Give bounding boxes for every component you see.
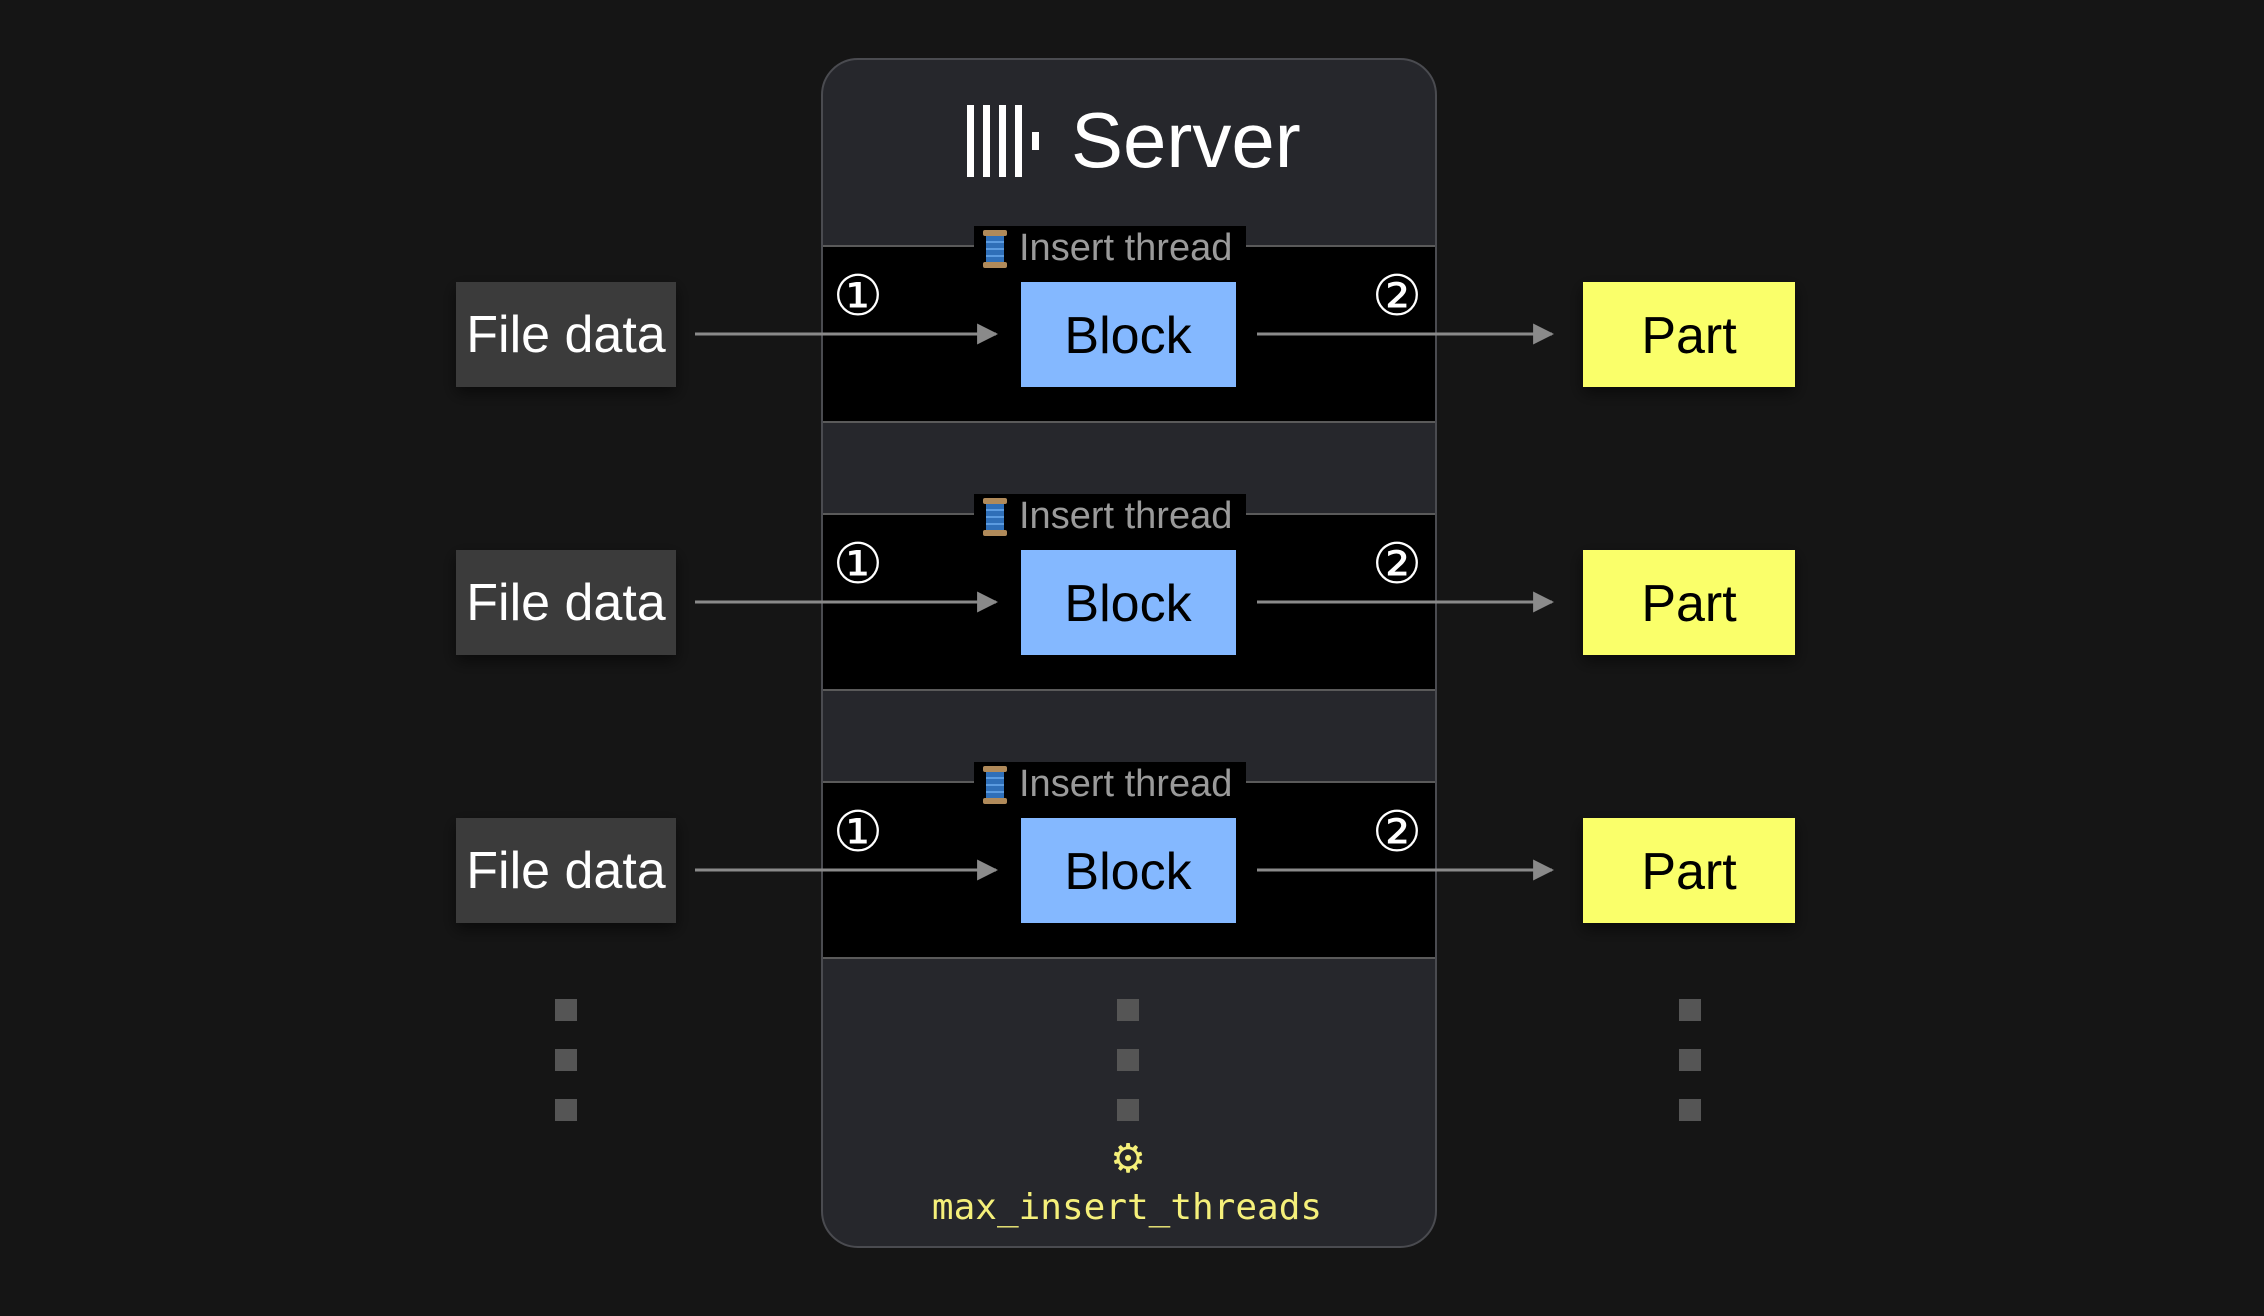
spool-icon [983, 498, 1007, 536]
file-data-box [456, 818, 676, 923]
file-data-box [456, 550, 676, 655]
step-two-marker: ② [1372, 532, 1422, 597]
part-label: Part [1641, 307, 1737, 365]
server-logo-icon [967, 105, 1039, 177]
file-data-label: File data [466, 842, 666, 900]
thread-row-3: Insert thread File data ① Block ② Part [456, 762, 1795, 959]
file-data-label: File data [466, 574, 666, 632]
spool-icon [983, 230, 1007, 268]
file-data-label: File data [466, 306, 666, 364]
thread-label: Insert thread [1019, 495, 1232, 537]
ellipsis-right [1679, 999, 1701, 1121]
step-one-marker: ① [833, 800, 883, 865]
step-one-marker: ① [833, 264, 883, 329]
thread-label: Insert thread [1019, 763, 1232, 805]
gear-icon: ⚙ [1110, 1136, 1146, 1182]
thread-row-1: Insert thread File data ① Block ② Part [456, 226, 1795, 423]
block-box [1021, 282, 1236, 387]
block-box [1021, 550, 1236, 655]
thread-label: Insert thread [1019, 227, 1232, 269]
spool-icon [983, 766, 1007, 804]
part-label: Part [1641, 575, 1737, 633]
block-label: Block [1064, 307, 1192, 365]
step-two-marker: ② [1372, 800, 1422, 865]
block-label: Block [1064, 575, 1192, 633]
part-box [1583, 282, 1795, 387]
part-label: Part [1641, 843, 1737, 901]
thread-row-2: Insert thread File data ① Block ② Part [456, 494, 1795, 691]
ellipsis-left [555, 999, 577, 1121]
part-box [1583, 818, 1795, 923]
server-title: Server [1071, 96, 1301, 184]
block-box [1021, 818, 1236, 923]
file-data-box [456, 282, 676, 387]
step-one-marker: ① [833, 532, 883, 597]
ellipsis-center [1117, 999, 1139, 1121]
step-two-marker: ② [1372, 264, 1422, 329]
block-label: Block [1064, 843, 1192, 901]
setting-name: max_insert_threads [932, 1187, 1322, 1228]
part-box [1583, 550, 1795, 655]
